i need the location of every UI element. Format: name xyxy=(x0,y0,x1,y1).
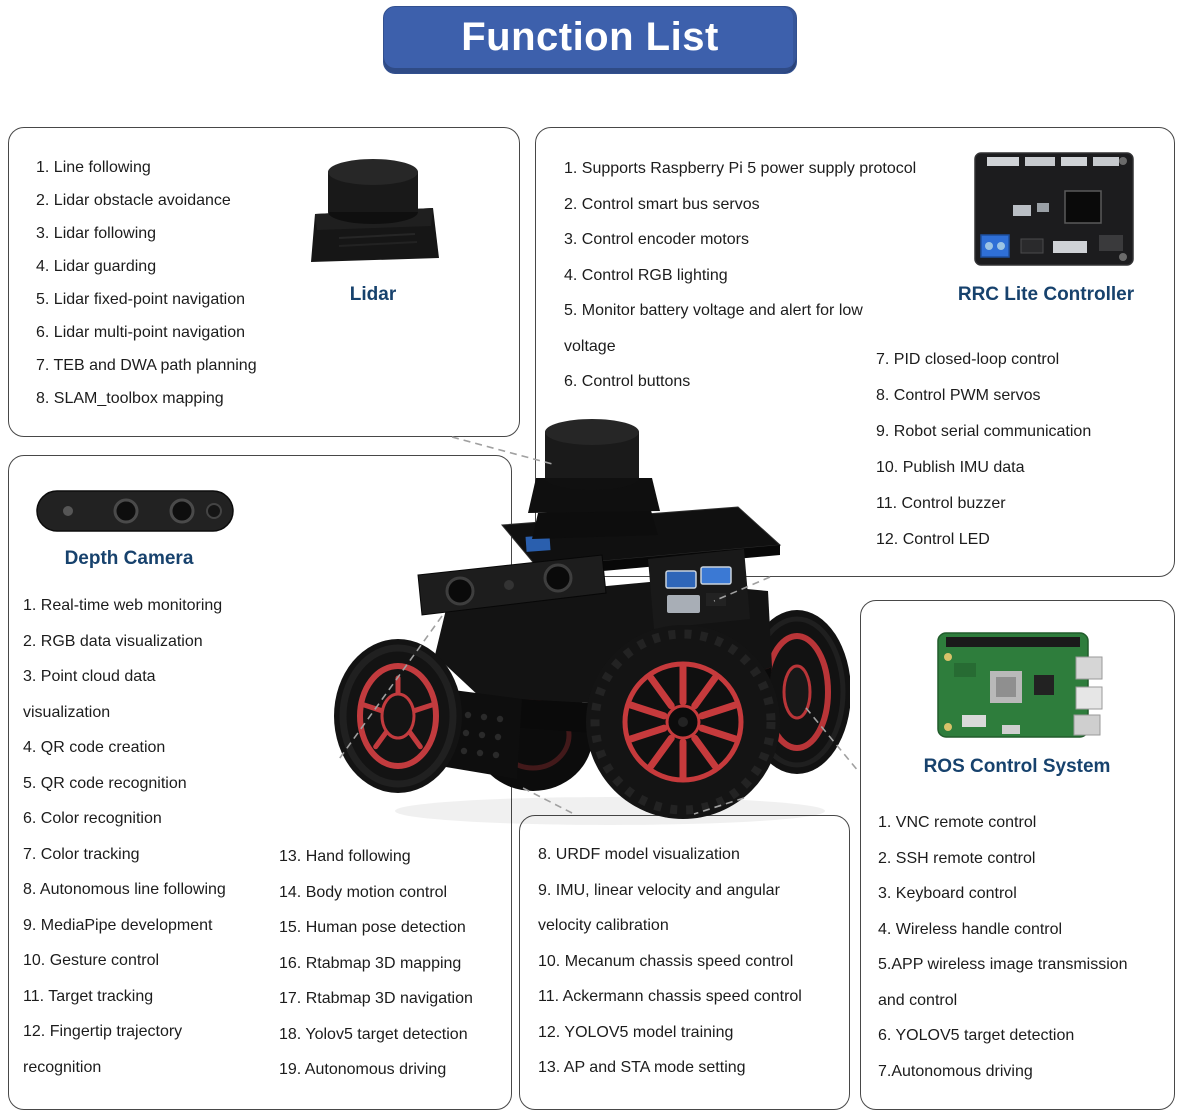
ros-extra-function-list: 8. URDF model visualization 9. IMU, linea… xyxy=(538,837,840,1086)
list-item: 2. Lidar obstacle avoidance xyxy=(36,192,231,209)
list-item: 7. Color tracking xyxy=(23,845,140,863)
list-item: 8. Control PWM servos xyxy=(876,387,1041,404)
list-item: 16. Rtabmap 3D mapping xyxy=(279,954,462,972)
list-item: 10. Gesture control xyxy=(23,952,160,969)
list-item: 5. QR code recognition xyxy=(23,774,187,792)
page-title: Function List xyxy=(383,6,797,74)
list-item: 1. Real-time web monitoring xyxy=(23,597,223,614)
list-item: 11. Control buzzer xyxy=(876,495,1006,512)
list-item: 1. Line following xyxy=(36,159,151,176)
list-item: 3. Point cloud data visualization xyxy=(23,668,156,721)
list-item: 4. QR code creation xyxy=(23,739,166,756)
ros-system-label: ROS Control System xyxy=(923,756,1111,777)
lidar-function-list: 1. Line following 2. Lidar obstacle avoid… xyxy=(36,151,466,415)
list-item: 5. Lidar fixed-point navigation xyxy=(36,291,246,308)
depth-camera-label: Depth Camera xyxy=(64,548,194,569)
controller-box: 1. Supports Raspberry Pi 5 power supply … xyxy=(535,127,1175,577)
list-item: 13. Hand following xyxy=(279,848,411,865)
list-item: 2. SSH remote control xyxy=(878,849,1036,867)
ros-system-box: ROS Control System 1. VNC remote control… xyxy=(860,600,1175,1110)
list-item: 12. Fingertip trajectory recognition xyxy=(23,1023,183,1076)
list-item: 4. Lidar guarding xyxy=(36,258,157,275)
lidar-image xyxy=(311,159,439,262)
list-item: 4. Control RGB lighting xyxy=(564,266,728,284)
list-item: 2. RGB data visualization xyxy=(23,632,203,650)
list-item: 1. Supports Raspberry Pi 5 power supply … xyxy=(564,160,917,177)
depth-camera-box: Depth Camera 1. Real-time web monitoring… xyxy=(8,455,512,1110)
depth-camera-image xyxy=(36,490,234,532)
lidar-box: 1. Line following 2. Lidar obstacle avoid… xyxy=(8,127,520,437)
list-item: 7. TEB and DWA path planning xyxy=(36,357,257,374)
list-item: 5.APP wireless image transmission and co… xyxy=(878,956,1128,1009)
list-item: 18. Yolov5 target detection xyxy=(279,1025,468,1043)
list-item: 15. Human pose detection xyxy=(279,919,466,936)
list-item: 6. Color recognition xyxy=(23,810,162,827)
list-item: 12. YOLOV5 model training xyxy=(538,1023,734,1041)
list-item: 14. Body motion control xyxy=(279,883,448,901)
lidar-label: Lidar xyxy=(349,284,397,305)
list-item: 3. Keyboard control xyxy=(878,885,1017,902)
list-item: 9. IMU, linear velocity and angular velo… xyxy=(538,881,780,935)
depth-function-list-left: 1. Real-time web monitoring 2. RGB data v… xyxy=(23,588,275,1085)
controller-function-list-right: 7. PID closed-loop control 8. Control PWM… xyxy=(876,342,1168,558)
list-item: 9. Robot serial communication xyxy=(876,423,1092,440)
list-item: 8. URDF model visualization xyxy=(538,846,740,863)
list-item: 10. Publish IMU data xyxy=(876,459,1025,476)
list-item: 11. Ackermann chassis speed control xyxy=(538,988,802,1005)
controller-label: RRC Lite Controller xyxy=(957,284,1135,305)
list-item: 11. Target tracking xyxy=(23,987,154,1005)
list-item: 5. Monitor battery voltage and alert for… xyxy=(564,302,863,355)
list-item: 19. Autonomous driving xyxy=(279,1061,447,1078)
list-item: 17. Rtabmap 3D navigation xyxy=(279,990,473,1007)
list-item: 7.Autonomous driving xyxy=(878,1062,1033,1080)
list-item: 7. PID closed-loop control xyxy=(876,351,1060,368)
list-item: 6. YOLOV5 target detection xyxy=(878,1027,1075,1044)
depth-function-list-right: 13. Hand following 14. Body motion contro… xyxy=(279,839,511,1088)
list-item: 10. Mecanum chassis speed control xyxy=(538,952,794,970)
list-item: 3. Lidar following xyxy=(36,225,157,242)
list-item: 13. AP and STA mode setting xyxy=(538,1059,746,1076)
list-item: 8. SLAM_toolbox mapping xyxy=(36,390,224,407)
list-item: 9. MediaPipe development xyxy=(23,916,213,934)
list-item: 3. Control encoder motors xyxy=(564,231,749,248)
list-item: 6. Control buttons xyxy=(564,373,691,390)
controller-board-image xyxy=(974,152,1134,266)
raspberry-pi-image xyxy=(937,632,1103,738)
controller-function-list-left: 1. Supports Raspberry Pi 5 power supply … xyxy=(564,151,964,400)
list-item: 4. Wireless handle control xyxy=(878,920,1063,938)
ros-functions-box: 8. URDF model visualization 9. IMU, linea… xyxy=(519,815,850,1110)
list-item: 6. Lidar multi-point navigation xyxy=(36,324,246,341)
list-item: 12. Control LED xyxy=(876,531,990,548)
list-item: 8. Autonomous line following xyxy=(23,881,226,898)
ros-system-function-list: 1. VNC remote control 2. SSH remote contr… xyxy=(878,805,1170,1089)
page-title-text: Function List xyxy=(461,15,719,59)
list-item: 1. VNC remote control xyxy=(878,814,1037,831)
robot-image xyxy=(334,419,850,825)
list-item: 2. Control smart bus servos xyxy=(564,195,760,213)
